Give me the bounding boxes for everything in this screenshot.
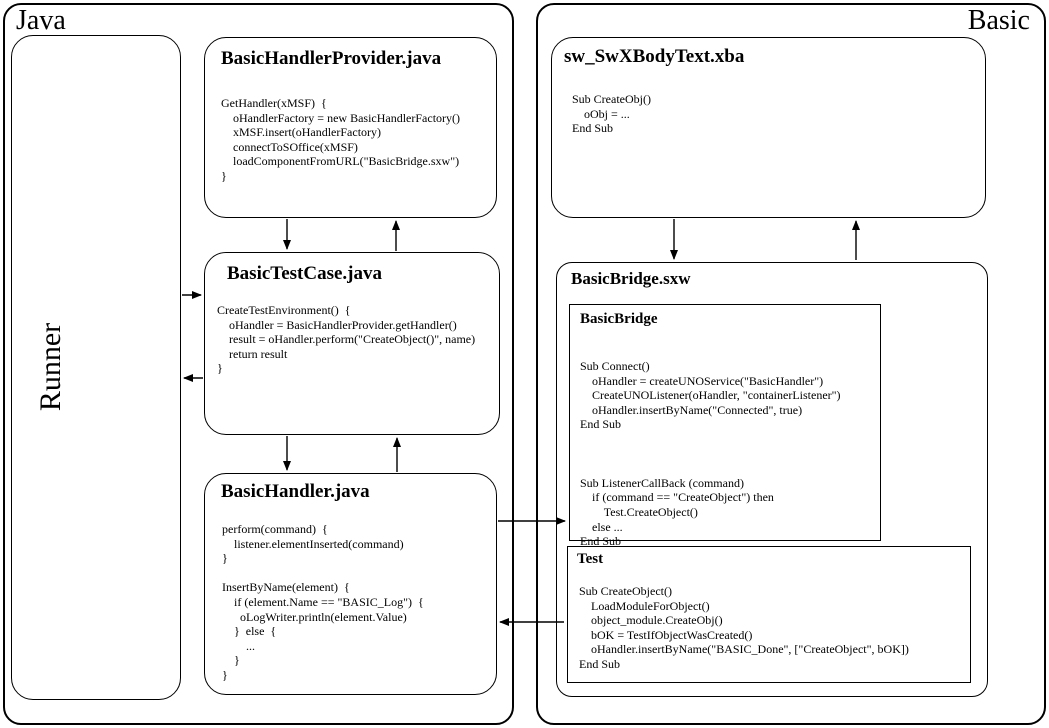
sw-body-text-title: sw_SwXBodyText.xba [564,46,745,67]
sw-body-text-box: sw_SwXBodyText.xba Sub CreateObj() oObj … [551,37,986,218]
basic-bridge-module-code: Sub Connect() oHandler = createUNOServic… [580,359,841,549]
basic-bridge-doc-title: BasicBridge.sxw [571,269,691,288]
basic-handler-provider-title: BasicHandlerProvider.java [221,48,442,69]
test-module-code: Sub CreateObject() LoadModuleForObject()… [579,584,909,671]
java-section-label: Java [16,5,66,36]
basic-handler-provider-box: BasicHandlerProvider.java GetHandler(xMS… [204,37,497,218]
basic-test-case-title: BasicTestCase.java [227,263,382,284]
basic-handler-code: perform(command) { listener.elementInser… [222,522,424,682]
basic-handler-box: BasicHandler.java perform(command) { lis… [204,473,497,695]
test-module-title: Test [577,551,604,567]
basic-test-case-code: CreateTestEnvironment() { oHandler = Bas… [217,303,476,376]
sw-body-text-code: Sub CreateObj() oObj = ... End Sub [572,92,651,136]
basic-bridge-module-title: BasicBridge [580,311,658,327]
basic-handler-provider-code: GetHandler(xMSF) { oHandlerFactory = new… [221,96,461,183]
runner-label: Runner [34,322,67,412]
test-module-box: Test Sub CreateObject() LoadModuleForObj… [567,546,971,683]
runner-box: Runner [11,35,181,700]
basic-bridge-module-box: BasicBridge Sub Connect() oHandler = cre… [569,304,881,548]
basic-test-case-box: BasicTestCase.java CreateTestEnvironment… [204,252,500,435]
basic-section-label: Basic [967,5,1030,36]
basic-bridge-doc-box: BasicBridge.sxw BasicBridge Sub Connect(… [556,262,988,697]
basic-handler-title: BasicHandler.java [221,481,370,502]
